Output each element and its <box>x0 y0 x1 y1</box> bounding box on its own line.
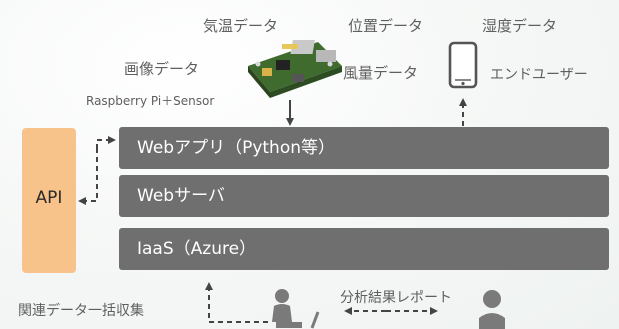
label-humidity-data: 湿度データ <box>482 17 558 35</box>
label-end-user: エンドユーザー <box>490 67 588 83</box>
layer-web-app: Webアプリ（Python等） <box>119 127 609 169</box>
label-temperature-data: 気温データ <box>203 17 279 35</box>
layer-web-app-label: Webアプリ（Python等） <box>137 138 335 158</box>
layer-iaas-label: IaaS（Azure） <box>137 239 257 259</box>
layer-web-server: Webサーバ <box>119 175 609 217</box>
label-bulk-collect: 関連データ一括収集 <box>18 303 144 319</box>
user-person-icon <box>479 290 505 329</box>
label-image-data: 画像データ <box>124 60 200 78</box>
layer-iaas: IaaS（Azure） <box>119 228 609 270</box>
arrow-api-webapp <box>78 136 116 205</box>
api-label: API <box>35 188 63 208</box>
label-report: 分析結果レポート <box>340 290 452 306</box>
label-position-data: 位置データ <box>348 17 424 35</box>
analyst-at-desk-icon <box>272 289 320 329</box>
arrow-collect-to-iaas <box>205 282 268 323</box>
layer-web-server-label: Webサーバ <box>137 186 225 206</box>
raspberry-pi-board-icon <box>248 40 342 98</box>
smartphone-icon <box>448 41 478 89</box>
label-device: Raspberry Pi＋Sensor <box>86 94 215 108</box>
label-wind-data: 風量データ <box>343 64 419 82</box>
api-box: API <box>22 128 76 273</box>
